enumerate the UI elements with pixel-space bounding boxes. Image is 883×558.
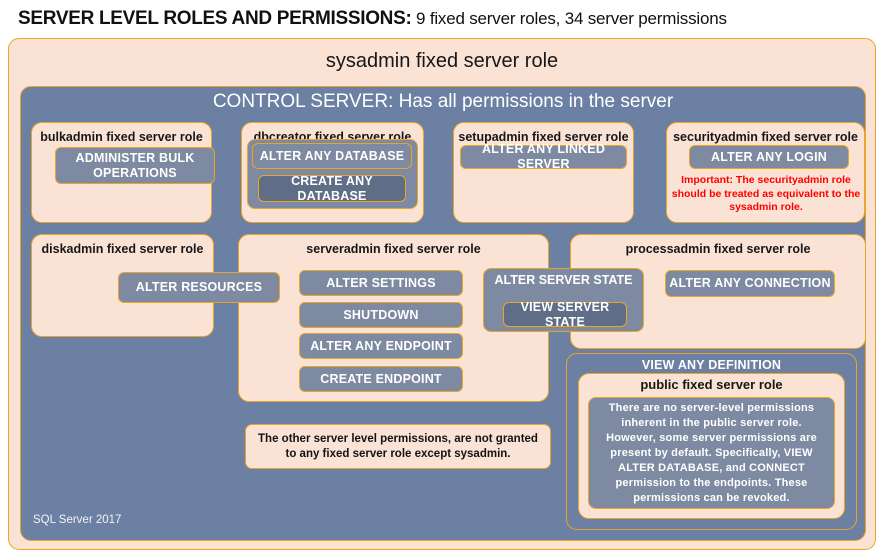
page-title-main: SERVER LEVEL ROLES AND PERMISSIONS: — [18, 8, 412, 29]
permission-alter-any-connection: ALTER ANY CONNECTION — [665, 270, 835, 297]
role-title-serveradmin: serveradmin fixed server role — [306, 242, 481, 256]
role-title-public: public fixed server role — [640, 377, 783, 392]
permission-alter-any-login: ALTER ANY LOGIN — [689, 145, 849, 169]
role-title-processadmin: processadmin fixed server role — [625, 242, 811, 256]
permission-view-any-definition-label: VIEW ANY DEFINITION — [641, 358, 782, 372]
page-title-subtitle: 9 fixed server roles, 34 server permissi… — [411, 9, 727, 28]
permission-alter-any-database: ALTER ANY DATABASE — [252, 143, 412, 169]
role-title-setupadmin: setupadmin fixed server role — [458, 130, 629, 144]
role-title-securityadmin: securityadmin fixed server role — [673, 130, 858, 144]
role-card-diskadmin: diskadmin fixed server role — [31, 234, 214, 337]
permission-shutdown: SHUTDOWN — [299, 302, 463, 328]
other-permissions-note: The other server level permissions, are … — [245, 424, 551, 469]
permission-alter-settings: ALTER SETTINGS — [299, 270, 463, 296]
sysadmin-role-label: sysadmin fixed server role — [325, 50, 559, 72]
control-server-label: CONTROL SERVER: Has all permissions in t… — [212, 91, 674, 112]
permission-create-endpoint: CREATE ENDPOINT — [299, 366, 463, 392]
permission-administer-bulk-operations: ADMINISTER BULK OPERATIONS — [55, 147, 215, 184]
permission-alter-any-endpoint: ALTER ANY ENDPOINT — [299, 333, 463, 359]
page-title: SERVER LEVEL ROLES AND PERMISSIONS: 9 fi… — [18, 8, 878, 38]
permission-view-server-state: VIEW SERVER STATE — [503, 300, 627, 329]
securityadmin-warning-note: Important: The securityadmin role should… — [671, 174, 861, 213]
public-role-note: There are no server-level permissions in… — [588, 397, 835, 509]
permission-create-any-database: CREATE ANY DATABASE — [258, 174, 406, 203]
role-card-securityadmin: securityadmin fixed server role — [666, 122, 865, 223]
sql-version-label: SQL Server 2017 — [33, 514, 122, 526]
permission-alter-resources: ALTER RESOURCES — [118, 272, 280, 303]
role-card-setupadmin: setupadmin fixed server role — [453, 122, 634, 223]
role-title-diskadmin: diskadmin fixed server role — [41, 242, 204, 256]
permission-alter-server-state-label: ALTER SERVER STATE — [494, 273, 633, 287]
role-title-bulkadmin: bulkadmin fixed server role — [40, 130, 203, 144]
permission-alter-any-linked-server: ALTER ANY LINKED SERVER — [460, 142, 627, 171]
